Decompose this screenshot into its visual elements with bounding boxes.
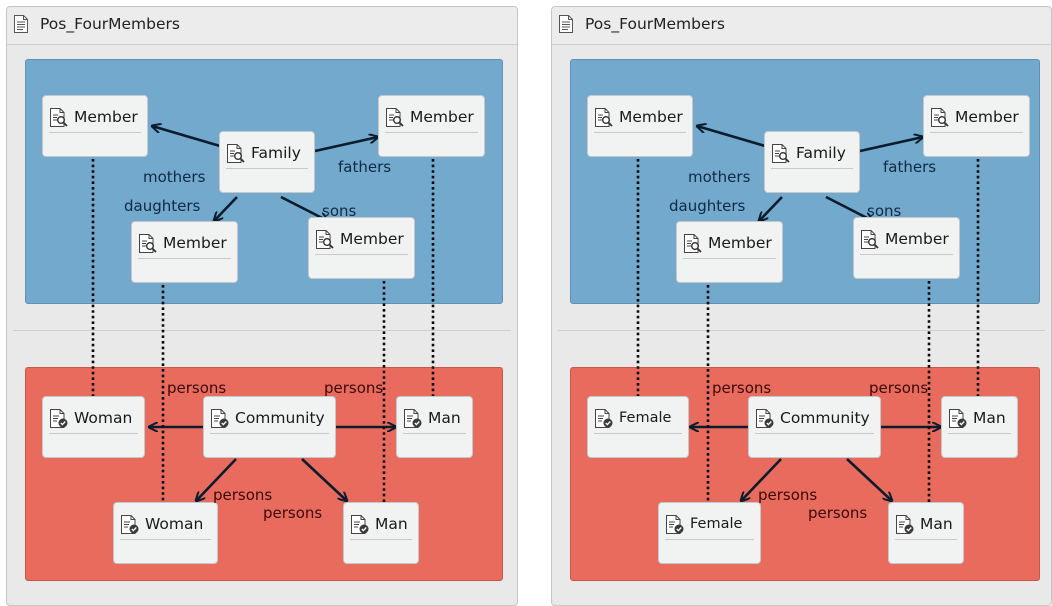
class-search-icon [139,233,157,253]
node-label: Man [920,515,953,533]
class-search-icon [386,107,404,127]
left-panel: Pos_FourMembers [6,6,518,606]
edge-persons-bl [196,458,237,501]
target-node-bottom-left[interactable]: Female [658,502,761,564]
target-node-left[interactable]: Woman [42,396,145,458]
node-label: Man [973,409,1006,427]
source-node-member-top-right[interactable]: Member [923,95,1030,157]
source-node-member-mid-left[interactable]: Member [676,221,783,283]
edge-daughters [759,196,783,221]
class-search-icon [227,143,245,163]
edge-label-mothers: mothers [688,168,751,186]
node-label: Woman [145,515,204,533]
node-label: Member [74,108,138,126]
right-panel: Pos_FourMembers [551,6,1052,606]
class-check-icon [949,408,967,428]
target-node-left[interactable]: Female [587,396,689,458]
class-check-icon [50,408,68,428]
edge-label-persons: persons [213,486,273,504]
node-label: Man [428,409,461,427]
target-node-community[interactable]: Community [203,396,336,458]
node-label: Female [690,516,743,532]
edge-mothers [152,126,221,148]
edge-label-mothers: mothers [143,168,206,186]
class-search-icon [684,233,702,253]
node-label: Man [375,515,408,533]
node-label: Woman [74,409,133,427]
reference-edges [552,7,1052,606]
target-node-right[interactable]: Man [941,396,1018,458]
document-icon [559,15,573,33]
edge-persons-br [846,458,892,501]
source-node-member-top-right[interactable]: Member [378,95,485,157]
edge-fathers [314,137,378,153]
class-check-icon [896,514,914,534]
node-label: Member [340,230,404,248]
edge-persons-bl [741,458,782,501]
node-label: Female [619,410,672,426]
target-node-bottom-left[interactable]: Woman [113,502,218,564]
class-search-icon [316,229,334,249]
node-label: Community [780,409,870,427]
panel-header: Pos_FourMembers [552,7,1051,45]
divider [13,330,511,331]
edge-label-persons: persons [758,486,818,504]
edge-label-persons: persons [167,379,227,397]
panel-header: Pos_FourMembers [7,7,517,45]
source-node-member-top-left[interactable]: Member [42,95,148,157]
target-node-community[interactable]: Community [748,396,881,458]
class-check-icon [666,514,684,534]
panel-title: Pos_FourMembers [585,15,725,33]
divider [558,330,1045,331]
edge-label-persons: persons [263,504,323,522]
class-search-icon [931,107,949,127]
edge-label-persons: persons [324,379,384,397]
class-check-icon [404,408,422,428]
target-node-bottom-right[interactable]: Man [888,502,964,564]
node-label: Member [955,108,1019,126]
class-search-icon [772,143,790,163]
node-label: Member [885,230,949,248]
edge-label-persons: persons [869,379,929,397]
class-search-icon [50,107,68,127]
node-label: Community [235,409,325,427]
edge-label-fathers: fathers [338,158,392,176]
source-node-member-mid-right[interactable]: Member [853,217,960,279]
edge-persons-br [301,458,347,501]
class-check-icon [351,514,369,534]
node-label: Family [251,144,301,162]
source-node-family[interactable]: Family [219,131,315,193]
class-check-icon [595,408,613,428]
class-search-icon [861,229,879,249]
class-check-icon [211,408,229,428]
edge-fathers [859,137,923,153]
edge-daughters [214,196,238,221]
node-label: Member [410,108,474,126]
edge-label-persons: persons [712,379,772,397]
edge-label-persons: persons [808,504,868,522]
target-node-right[interactable]: Man [396,396,473,458]
source-node-family[interactable]: Family [764,131,860,193]
class-check-icon [756,408,774,428]
edge-label-daughters: daughters [124,197,201,215]
class-search-icon [595,107,613,127]
edge-label-sons: sons [867,202,902,220]
node-label: Family [796,144,846,162]
edge-mothers [697,126,766,148]
source-node-member-top-left[interactable]: Member [587,95,693,157]
target-node-bottom-right[interactable]: Man [343,502,419,564]
node-label: Member [619,108,683,126]
document-icon [14,15,28,33]
panel-title: Pos_FourMembers [40,15,180,33]
node-label: Member [163,234,227,252]
node-label: Member [708,234,772,252]
edge-label-fathers: fathers [883,158,937,176]
source-node-member-mid-left[interactable]: Member [131,221,238,283]
edge-label-daughters: daughters [669,197,746,215]
source-node-member-mid-right[interactable]: Member [308,217,415,279]
class-check-icon [121,514,139,534]
edge-label-sons: sons [322,202,357,220]
